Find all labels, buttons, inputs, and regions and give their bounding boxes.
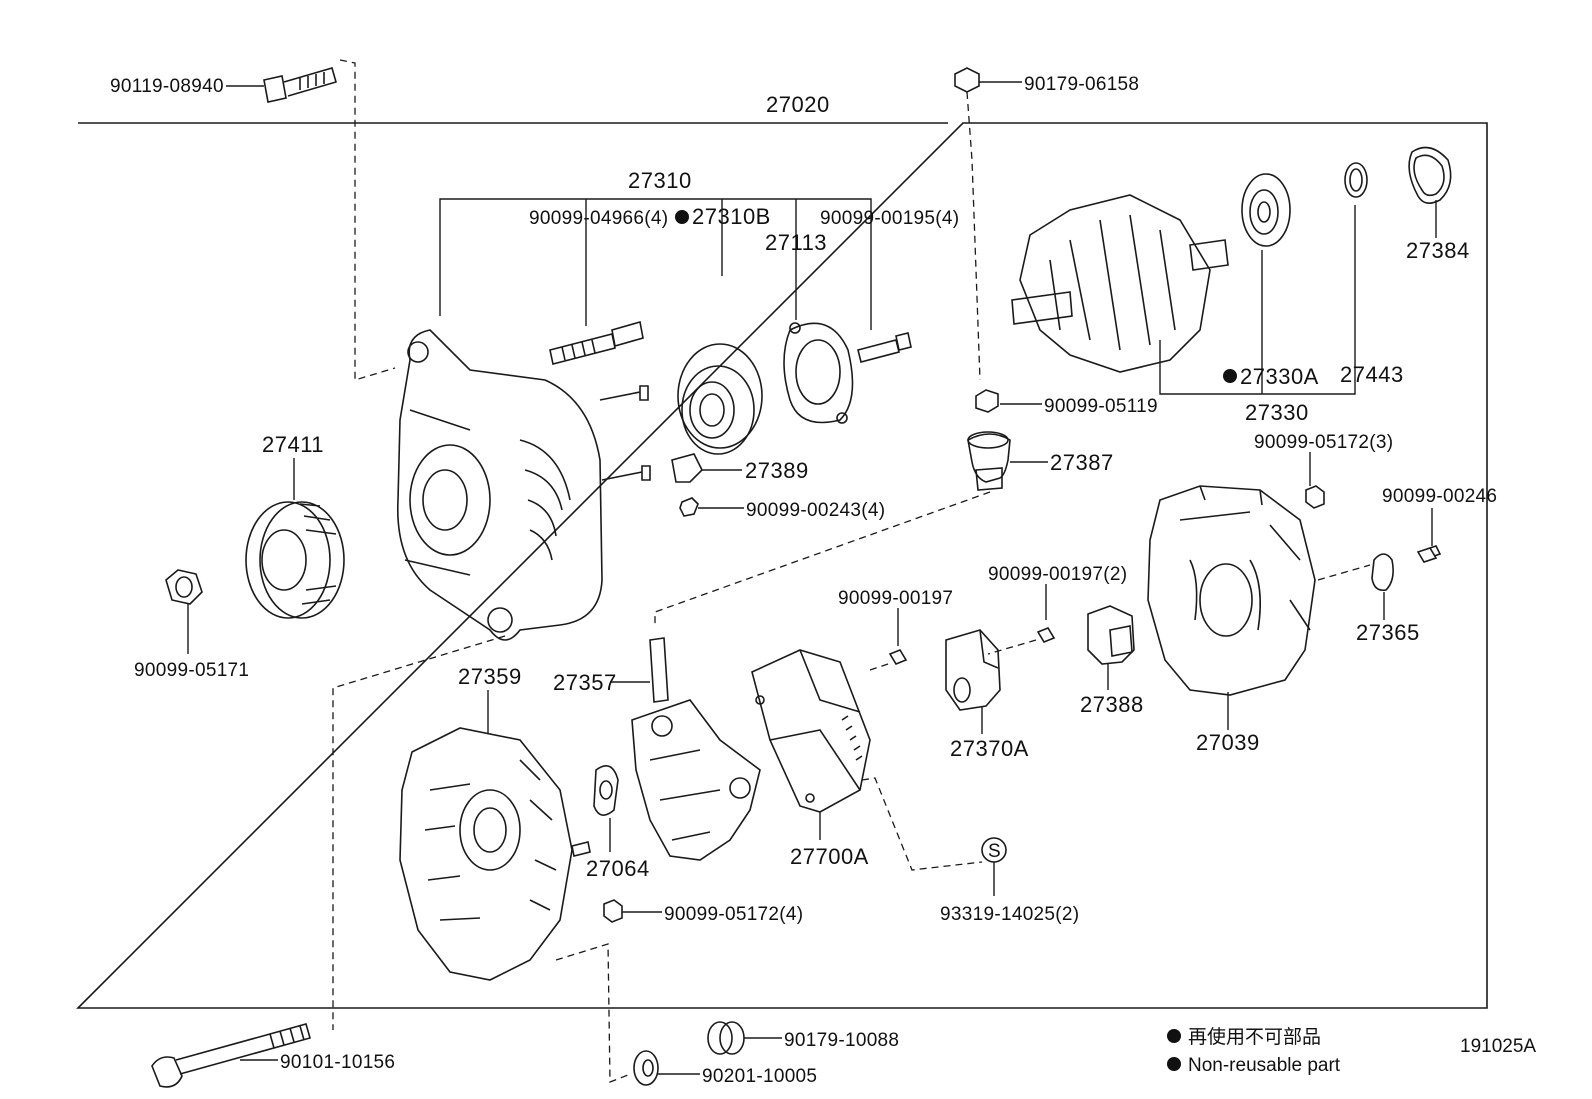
figure-id: 191025A [1460, 1036, 1536, 1057]
label-90099-05172-4: 90099-05172(4) [664, 904, 803, 925]
label-27365: 27365 [1356, 620, 1420, 645]
bolt-90119-08940 [263, 67, 337, 103]
cover-27384 [1408, 146, 1452, 204]
screw-90099-00197-2 [1036, 627, 1056, 643]
rear-frame-27359 [399, 727, 591, 981]
label-27330A: 27330A [1240, 364, 1319, 389]
label-93319-14025: 93319-14025(2) [940, 904, 1079, 925]
bolt-90101-10156 [151, 1023, 311, 1088]
label-27359: 27359 [458, 664, 522, 689]
washer-27443 [1344, 162, 1368, 198]
label-27330: 27330 [1245, 400, 1309, 425]
insulator-27387 [967, 431, 1011, 491]
label-90119-08940: 90119-08940 [110, 76, 224, 97]
non-reusable-dot [1223, 369, 1237, 383]
non-reusable-dot [675, 210, 689, 224]
brush-holder-27357 [631, 637, 761, 861]
label-27310B: 27310B [692, 204, 771, 229]
legend-dot-ja [1167, 1029, 1181, 1043]
legend: 再使用不可部品 Non-reusable part [1167, 1026, 1341, 1076]
assembly-frame-27020 [76, 122, 1488, 1009]
label-90101-10156: 90101-10156 [280, 1052, 395, 1073]
drive-end-frame-housing [396, 329, 651, 641]
label-90099-05171: 90099-05171 [134, 660, 249, 681]
label-27370A: 27370A [950, 736, 1029, 761]
label-27700A: 27700A [790, 844, 869, 869]
label-27411: 27411 [262, 432, 324, 457]
nut-90099-05119 [975, 389, 999, 413]
screw-90099-00243 [679, 497, 699, 517]
nut-90099-05172-4 [603, 899, 623, 923]
label-90099-00197: 90099-00197 [838, 588, 953, 609]
label-90179-10088: 90179-10088 [784, 1030, 899, 1051]
label-90099-05172-3: 90099-05172(3) [1254, 432, 1393, 453]
brush-holder-cover-27388 [1087, 605, 1135, 665]
label-90179-06158: 90179-06158 [1024, 74, 1139, 95]
rear-end-cover-27039 [1147, 485, 1316, 696]
label-90099-00243: 90099-00243(4) [746, 500, 885, 521]
label-90099-05119: 90099-05119 [1044, 396, 1158, 417]
label-90099-00197-2: 90099-00197(2) [988, 564, 1127, 585]
label-27039: 27039 [1196, 730, 1260, 755]
retainer-plate-27113 [783, 322, 854, 424]
label-90099-04966: 90099-04966(4) [529, 208, 668, 229]
label-27310: 27310 [628, 168, 692, 193]
label-27389: 27389 [745, 458, 809, 483]
insulator-27365 [1371, 553, 1394, 592]
screw-90099-00246 [1416, 545, 1442, 563]
label-27064: 27064 [586, 856, 650, 881]
rotor-assembly-27330 [1011, 194, 1229, 373]
label-27113: 27113 [765, 230, 827, 255]
label-27384: 27384 [1406, 238, 1470, 263]
label-27443: 27443 [1340, 362, 1404, 387]
bearing-27330A [1241, 173, 1291, 247]
pulley-27411 [245, 501, 345, 619]
nut-90099-05172-3 [1305, 485, 1325, 509]
screw-90099-00197 [888, 649, 908, 665]
washer-90201-10005 [633, 1050, 659, 1086]
legend-dot-en [1167, 1057, 1181, 1071]
label-27388: 27388 [1080, 692, 1144, 717]
label-90099-00246: 90099-00246 [1382, 486, 1497, 507]
label-27020: 27020 [766, 92, 830, 117]
legend-text-ja: 再使用不可部品 [1188, 1026, 1321, 1048]
gasket-27064 [593, 764, 619, 816]
label-90201-10005: 90201-10005 [702, 1066, 817, 1087]
regulator-27370A [945, 629, 1001, 711]
legend-text-en: Non-reusable part [1188, 1055, 1341, 1076]
collar-90179-10088 [707, 1021, 745, 1055]
nut-90179-06158 [954, 67, 980, 93]
s-mark-label: S [988, 841, 1001, 862]
terminal-insulator-27389 [671, 453, 703, 483]
label-90099-00195: 90099-00195(4) [820, 208, 959, 229]
bearing-27310B [677, 343, 763, 455]
screw-90099-00195 [857, 332, 912, 363]
label-27357: 27357 [553, 670, 617, 695]
stud-bolt-90099-04966 [549, 320, 644, 365]
nut-90099-05171 [165, 569, 203, 605]
rectifier-27700A [751, 649, 871, 813]
label-27387: 27387 [1050, 450, 1114, 475]
